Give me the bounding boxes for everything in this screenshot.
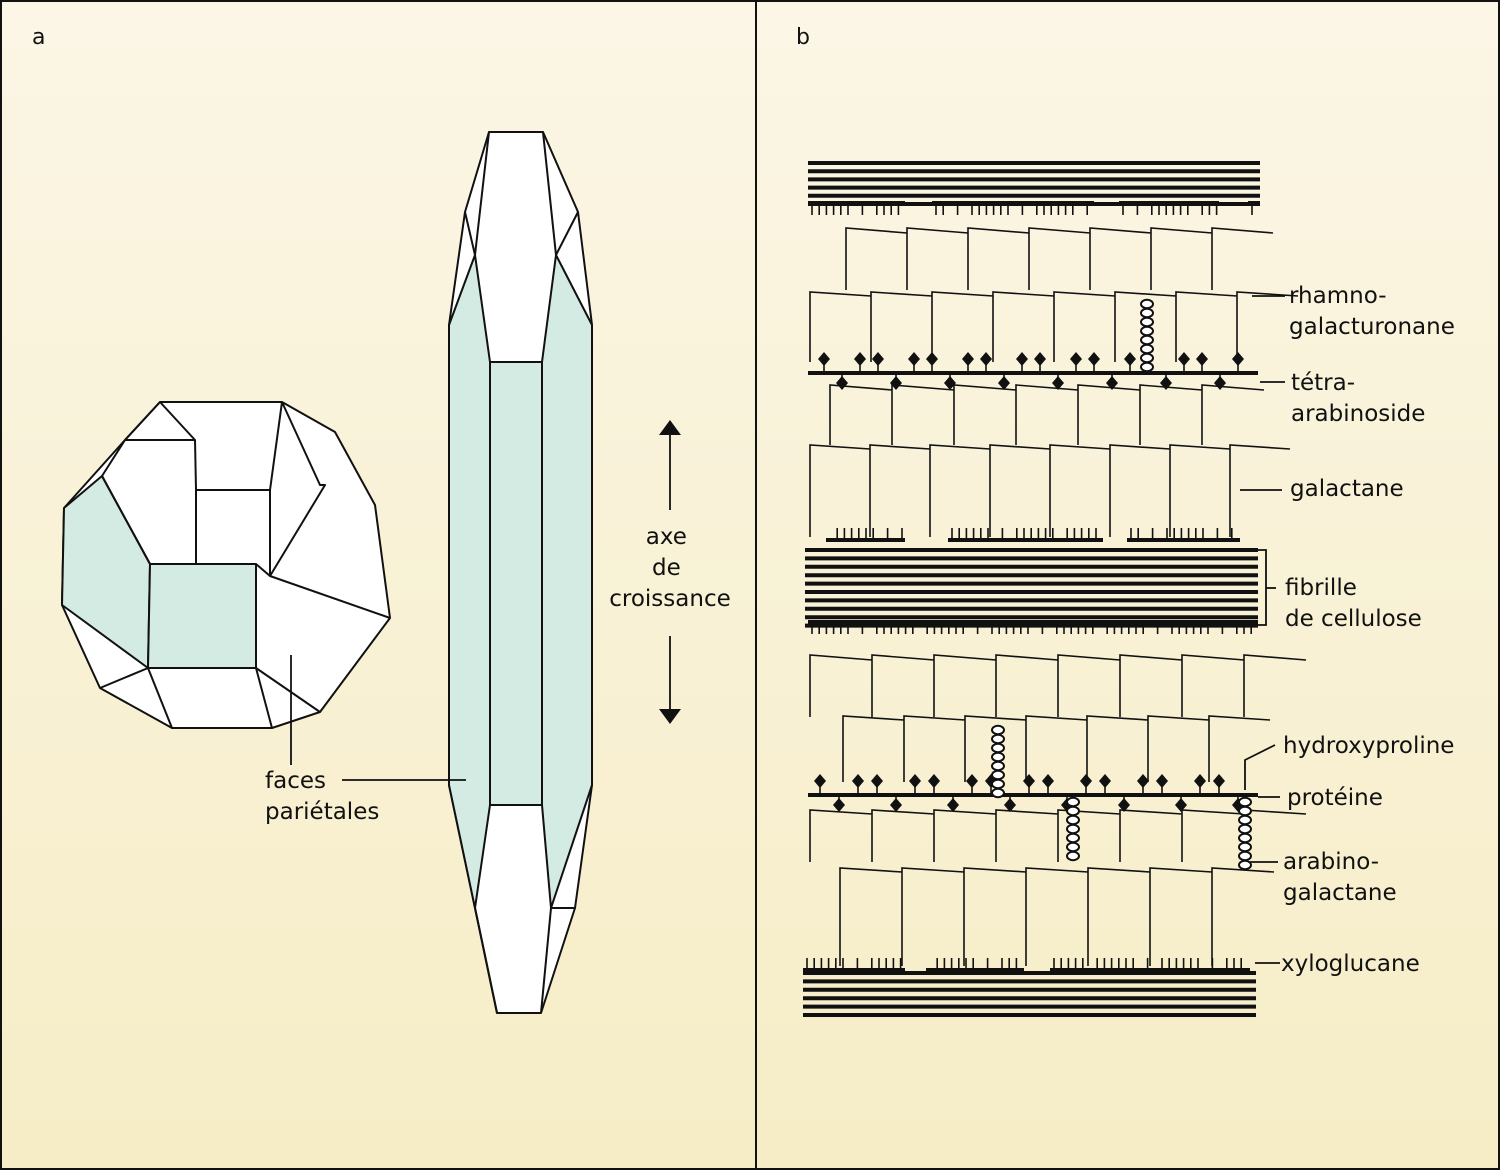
hydroxyproline-bead (1238, 823, 1252, 835)
hydroxyproline-bead (1066, 796, 1080, 808)
label-tetra: tétra- arabinoside (1291, 370, 1425, 427)
elongated-face-right (541, 254, 593, 909)
label-hydroxyproline: hydroxyproline (1283, 733, 1454, 759)
hydroxyproline-bead (1238, 805, 1252, 817)
polysaccharide-segment (809, 444, 1291, 537)
hydroxyproline-bead (1066, 841, 1080, 853)
arrow-down-icon (659, 709, 681, 724)
hydroxyproline-bead (991, 751, 1005, 763)
hydroxyproline-bead (991, 769, 1005, 781)
panel-b-letter: b (796, 25, 810, 50)
cell-internal-edges (99, 401, 391, 729)
hydroxyproline-bead (1140, 298, 1154, 310)
polysaccharide-segment (839, 867, 1275, 966)
panel-b: b rhamno- galacturonane tétra- arabinosi (796, 25, 1455, 1017)
polyhedral-cell (61, 401, 391, 729)
elongated-face-center (489, 361, 543, 806)
hydroxyproline-bead (1238, 814, 1252, 826)
hydroxyproline-bead (1140, 307, 1154, 319)
hydroxyproline-bead (1238, 859, 1252, 871)
hydroxyproline-bead (1140, 343, 1154, 355)
hydroxyproline-bead (1066, 814, 1080, 826)
label-rhamno: rhamno- galacturonane (1289, 283, 1455, 340)
faces-leader-lines (290, 655, 466, 781)
arrow-up-icon (659, 420, 681, 435)
label-galactane: galactane (1290, 476, 1404, 502)
label-rhamno-line2: galacturonane (1289, 314, 1455, 340)
hydroxyproline-bead (991, 778, 1005, 790)
hydroxyproline-bead (1066, 850, 1080, 862)
hydroxyproline-bead (991, 787, 1005, 799)
hydroxyproline-bead (1066, 805, 1080, 817)
hydroxyproline-bead (1140, 352, 1154, 364)
label-axis-line1: axe (646, 524, 687, 550)
label-faces-line2: pariétales (265, 799, 379, 825)
hydroxyproline-bead (1238, 796, 1252, 808)
label-fibrille-line1: fibrille (1285, 575, 1357, 601)
hydroxyproline-bead (1066, 823, 1080, 835)
label-tetra-line2: arabinoside (1291, 401, 1425, 427)
label-faces-line1: faces (265, 768, 326, 794)
hydroxyproline-bead (1238, 841, 1252, 853)
elongated-cell (448, 131, 593, 1014)
hydroxyproline-bead (1140, 334, 1154, 346)
label-faces: faces pariétales (265, 768, 379, 825)
label-arabino: arabino- galactane (1283, 849, 1397, 906)
label-fibrille: fibrille de cellulose (1285, 575, 1422, 632)
panel-a-letter: a (32, 25, 45, 50)
label-axis: axe de croissance (609, 524, 731, 612)
label-arabino-line2: galactane (1283, 880, 1397, 906)
label-axis-line2: de (652, 555, 681, 581)
cellulose-fibril-bottom (803, 971, 1256, 1017)
label-axis-line3: croissance (609, 586, 731, 612)
label-arabino-line1: arabino- (1283, 849, 1379, 875)
b-leader-lines (1240, 295, 1285, 964)
hydroxyproline-bead (1066, 832, 1080, 844)
hydroxyproline-bead (991, 733, 1005, 745)
xyloglucane-chains (803, 201, 1260, 972)
polysaccharide-segment (842, 715, 1271, 782)
label-proteine: protéine (1287, 785, 1383, 811)
hydroxyproline-bead (1140, 361, 1154, 373)
label-fibrille-line2: de cellulose (1285, 606, 1422, 632)
label-xyloglucane: xyloglucane (1281, 951, 1420, 977)
hydroxyproline-bead (991, 724, 1005, 736)
elongated-internal-edges (464, 131, 579, 1014)
hydroxyproline-bead (1238, 832, 1252, 844)
hydroxyproline-chains (991, 298, 1252, 871)
panel-a: a (32, 25, 731, 1014)
elongated-face-left (448, 254, 491, 909)
hydroxyproline-bead (1140, 325, 1154, 337)
protein-strands (808, 352, 1258, 812)
polysaccharide-segment (809, 291, 1299, 362)
hydroxyproline-bead (991, 742, 1005, 754)
hydroxyproline-bead (1238, 850, 1252, 862)
label-rhamno-line1: rhamno- (1289, 283, 1387, 309)
hydroxyproline-bead (991, 760, 1005, 772)
cellulose-fibril-middle (805, 548, 1258, 628)
parietal-face-center (147, 563, 257, 669)
growth-axis-arrow (659, 420, 681, 724)
label-tetra-line1: tétra- (1291, 370, 1355, 396)
hydroxyproline-bead (1140, 316, 1154, 328)
polysaccharide-segment (845, 227, 1274, 290)
polysaccharide-segment (809, 654, 1307, 717)
